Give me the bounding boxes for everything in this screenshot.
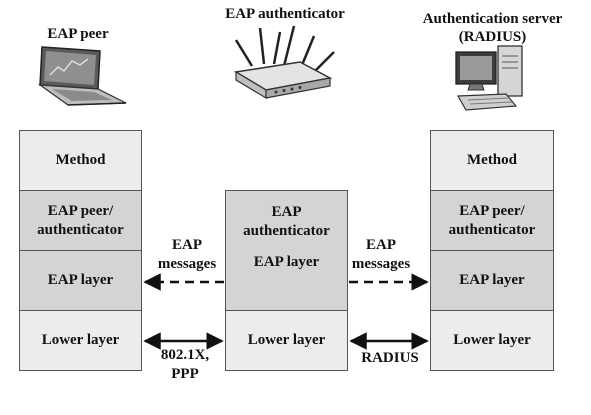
- authenticator-upper-layer: EAP authenticator EAP layer: [226, 191, 347, 311]
- server-role-line1: EAP peer/: [459, 202, 525, 219]
- peer-lower-layer: Lower layer: [20, 311, 141, 370]
- peer-method-layer: Method: [20, 131, 141, 191]
- peer-eap-layer-label: EAP layer: [47, 272, 114, 288]
- peer-title: EAP peer: [47, 26, 109, 42]
- peer-role-line2: authenticator: [37, 221, 124, 238]
- peer-role-layer: EAP peer/ authenticator: [20, 191, 141, 251]
- authenticator-stack: EAP authenticator EAP layer Lower layer: [225, 190, 348, 371]
- authenticator-lower-layer-label: Lower layer: [247, 332, 326, 348]
- peer-method-label: Method: [55, 152, 106, 168]
- eap-messages-left-line1: EAP: [172, 237, 202, 253]
- server-title-line2: (RADIUS): [458, 29, 527, 45]
- eap-messages-left-line2: messages: [157, 256, 217, 272]
- authenticator-eap-layer-label: EAP layer: [253, 254, 320, 270]
- server-eap-layer: EAP layer: [431, 251, 553, 311]
- eap-messages-label-left: EAP messages: [148, 236, 226, 274]
- eap-messages-right-line2: messages: [351, 256, 411, 272]
- server-role-line2: authenticator: [448, 221, 536, 238]
- lower-link-left-line2: PPP: [171, 366, 199, 382]
- authenticator-title: EAP authenticator: [225, 6, 345, 22]
- server-title-line1: Authentication server: [422, 11, 563, 27]
- authenticator-role-line2: authenticator: [243, 223, 330, 239]
- wireless-router-icon: [233, 25, 335, 100]
- authenticator-role-line1: EAP: [271, 204, 302, 220]
- peer-eap-layer: EAP layer: [20, 251, 141, 311]
- server-eap-layer-label: EAP layer: [459, 272, 525, 288]
- lower-link-left-line1: 802.1X,: [160, 347, 210, 363]
- lower-link-label-right: RADIUS: [361, 350, 419, 366]
- peer-stack: Method EAP peer/ authenticator EAP layer…: [19, 130, 142, 371]
- server-stack: Method EAP peer/ authenticator EAP layer…: [430, 130, 554, 371]
- eap-messages-right-line1: EAP: [366, 237, 396, 253]
- server-method-layer: Method: [431, 131, 553, 191]
- server-computer-icon: [455, 45, 523, 111]
- server-method-label: Method: [467, 152, 517, 168]
- peer-role-line1: EAP peer/: [47, 202, 114, 219]
- server-role-layer: EAP peer/ authenticator: [431, 191, 553, 251]
- server-lower-layer-label: Lower layer: [453, 332, 531, 348]
- server-lower-layer: Lower layer: [431, 311, 553, 370]
- lower-link-label-left: 802.1X, PPP: [150, 346, 220, 384]
- laptop-icon: [37, 46, 127, 106]
- eap-messages-label-right: EAP messages: [342, 236, 420, 274]
- server-title: Authentication server (RADIUS): [405, 10, 580, 46]
- peer-lower-layer-label: Lower layer: [41, 332, 120, 348]
- authenticator-lower-layer: Lower layer: [226, 311, 347, 370]
